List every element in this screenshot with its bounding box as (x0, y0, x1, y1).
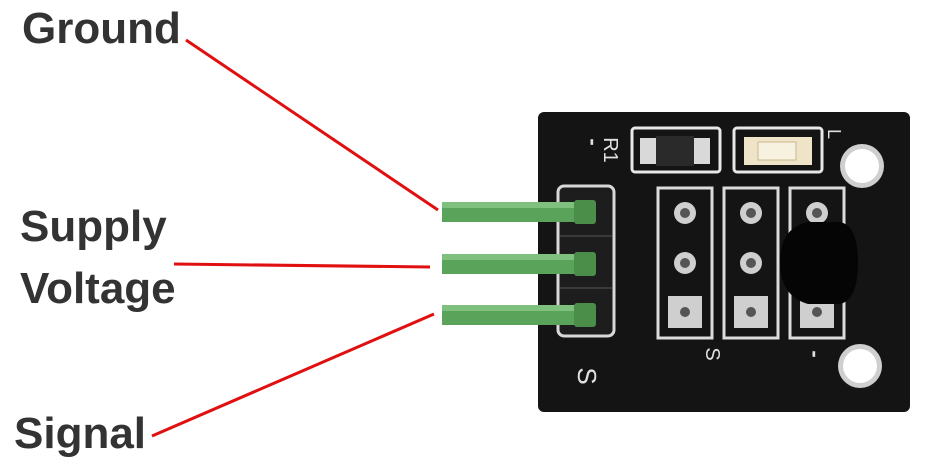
label-ground: Ground (22, 4, 181, 53)
silk-s-middle: S (701, 347, 723, 360)
pad-column-middle (722, 186, 780, 340)
silk-s-header: S (572, 367, 602, 384)
sensor-transistor (780, 222, 858, 304)
label-supply-voltage: Supply Voltage (20, 196, 176, 320)
resistor-r1 (630, 126, 722, 174)
mounting-hole-bottom (838, 344, 882, 388)
pointer-line-ground (185, 38, 439, 212)
label-supply-line1: Supply (20, 202, 167, 251)
pin-ground (442, 200, 596, 224)
silk-minus-top: - (581, 138, 606, 145)
label-supply-line2: Voltage (20, 264, 176, 313)
silk-minus-right: - (803, 350, 828, 357)
silk-l: L (824, 129, 844, 139)
pin-signal (442, 303, 596, 327)
pin-supply (442, 252, 596, 276)
pad-column-left (656, 186, 714, 340)
mounting-hole-top (840, 144, 884, 188)
pointer-line-signal (151, 312, 435, 438)
pointer-line-supply (173, 262, 431, 269)
label-signal: Signal (14, 409, 147, 458)
silk-r1: R1 (599, 137, 621, 163)
smd-led (732, 126, 824, 174)
